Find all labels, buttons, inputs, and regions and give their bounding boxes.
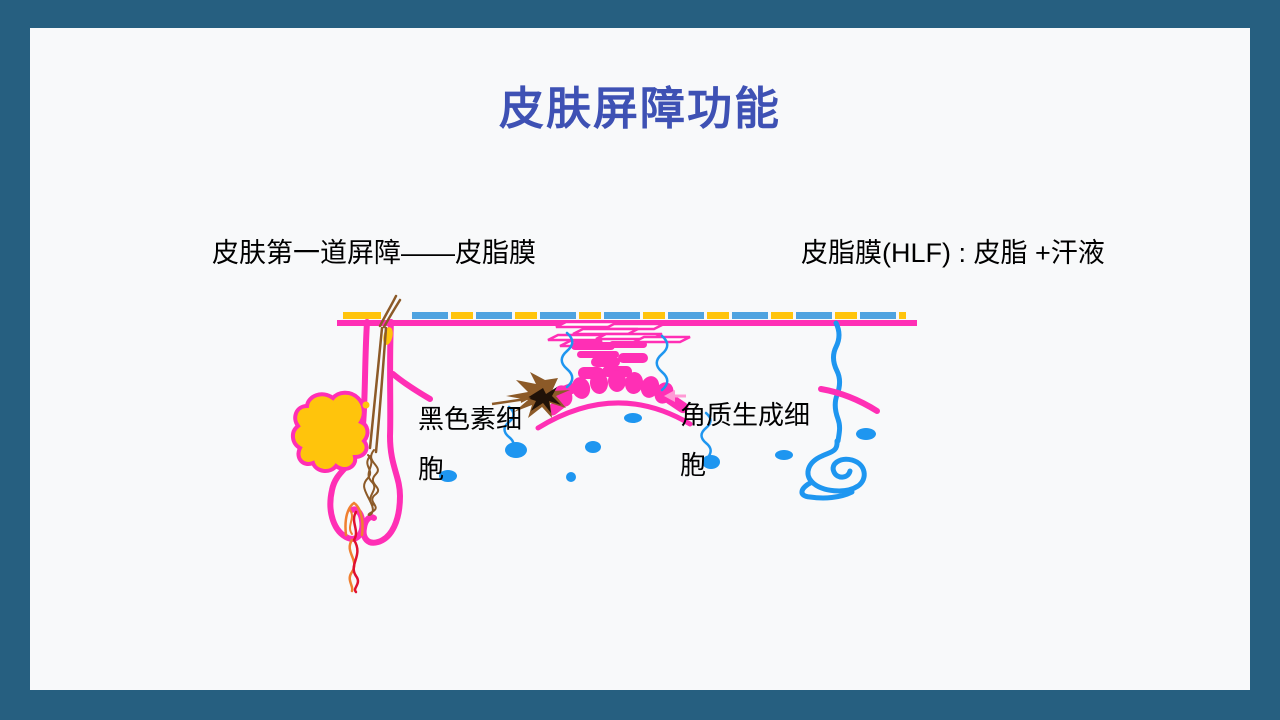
slide-canvas: 皮肤屏障功能 皮肤第一道屏障——皮脂膜 皮脂膜(HLF) : 皮脂 +汗液 — [30, 28, 1250, 690]
skin-diagram — [291, 294, 917, 594]
caption-hlf-formula: 皮脂膜(HLF) : 皮脂 +汗液 — [801, 238, 1105, 268]
melanocyte-icon — [506, 372, 570, 418]
caption-first-barrier: 皮肤第一道屏障——皮脂膜 — [212, 238, 536, 268]
cell-arrow-icon — [664, 390, 686, 402]
hair-shaft — [363, 294, 402, 517]
stratum-corneum-flakes — [547, 320, 691, 348]
melanocyte-arrow — [491, 394, 531, 406]
dermis-arc — [818, 386, 880, 414]
moisture-drops — [439, 413, 876, 482]
label-melanocyte: 黑色素细胞 — [418, 404, 523, 484]
follicle-branch-curve — [390, 371, 433, 402]
dermal-papilla-vessels — [344, 501, 364, 594]
sebaceous-gland — [291, 327, 393, 473]
label-keratinocyte: 角质生成细胞 — [680, 400, 811, 480]
sweat-gland-coil — [799, 438, 867, 501]
sebum-film-dashes — [343, 312, 906, 319]
sweat-duct — [831, 320, 843, 444]
page-title: 皮肤屏障功能 — [498, 83, 781, 134]
